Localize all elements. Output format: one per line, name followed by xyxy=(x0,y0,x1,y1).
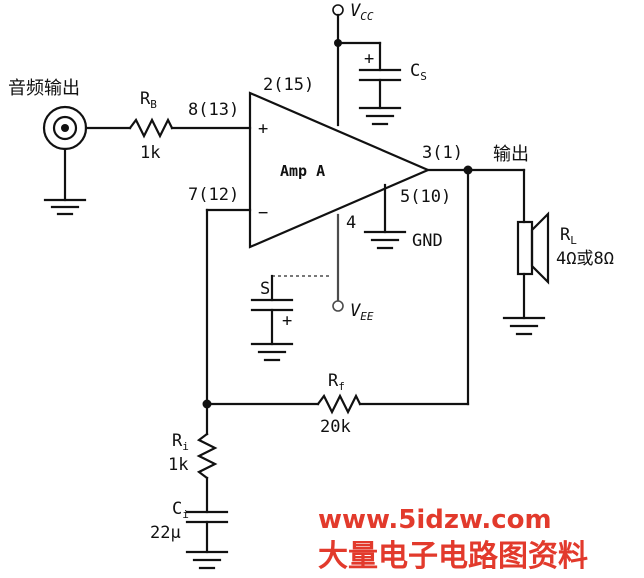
capacitor-ci xyxy=(185,510,229,570)
pin-label-in-minus: 7(12) xyxy=(188,185,239,205)
rb-value: 1k xyxy=(140,143,160,163)
vcc-supply xyxy=(332,4,382,127)
gnd-label: GND xyxy=(412,231,443,251)
vee-cap-plus: + xyxy=(282,311,292,331)
ri-value: 1k xyxy=(168,455,188,475)
resistor-rb xyxy=(128,117,252,139)
pin-label-out: 3(1) xyxy=(422,143,463,163)
pin-label-vcc: 2(15) xyxy=(263,75,314,95)
speaker-rl xyxy=(502,211,550,336)
pin-label-vee: 4 xyxy=(346,213,356,233)
inverting-input-wire xyxy=(202,208,252,436)
amp-label: Amp A xyxy=(280,162,325,180)
watermark-site: 大量电子电路图资料 xyxy=(318,539,588,574)
rf-label: Rf xyxy=(328,371,345,393)
rb-label: RB xyxy=(140,89,157,111)
capacitor-vee xyxy=(250,274,294,362)
ri-label: Ri xyxy=(172,431,189,453)
vee-cap-fragment: S xyxy=(260,279,270,299)
amp-plus-sign: + xyxy=(258,119,268,139)
resistor-ri xyxy=(196,432,218,514)
rl-value: 4Ω或8Ω xyxy=(556,249,614,269)
vee-supply xyxy=(272,213,344,312)
amp-minus-sign: − xyxy=(258,203,268,223)
rl-label: RL xyxy=(560,225,577,247)
rf-value: 20k xyxy=(320,417,351,437)
ci-label: Ci xyxy=(172,499,189,521)
watermark-url: www.5idzw.com xyxy=(318,505,552,535)
ci-value: 22μ xyxy=(150,523,181,543)
amp-triangle xyxy=(248,91,431,249)
ground-symbol-jack xyxy=(43,198,87,216)
cs-label: CS xyxy=(410,61,427,83)
vee-label: VEE xyxy=(350,301,374,323)
capacitor-cs xyxy=(358,41,402,126)
audio-input-jack xyxy=(42,105,132,202)
audio-input-label: 音频输出 xyxy=(8,78,80,99)
output-label: 输出 xyxy=(493,144,529,165)
ground-symbol-amp xyxy=(363,183,407,250)
pin-label-in-plus: 8(13) xyxy=(188,100,239,120)
resistor-rf xyxy=(205,393,470,415)
output-wire xyxy=(426,165,526,406)
cs-plus-sign: + xyxy=(364,49,374,69)
vcc-label: VCC xyxy=(350,1,374,23)
pin-label-gnd: 5(10) xyxy=(400,187,451,207)
